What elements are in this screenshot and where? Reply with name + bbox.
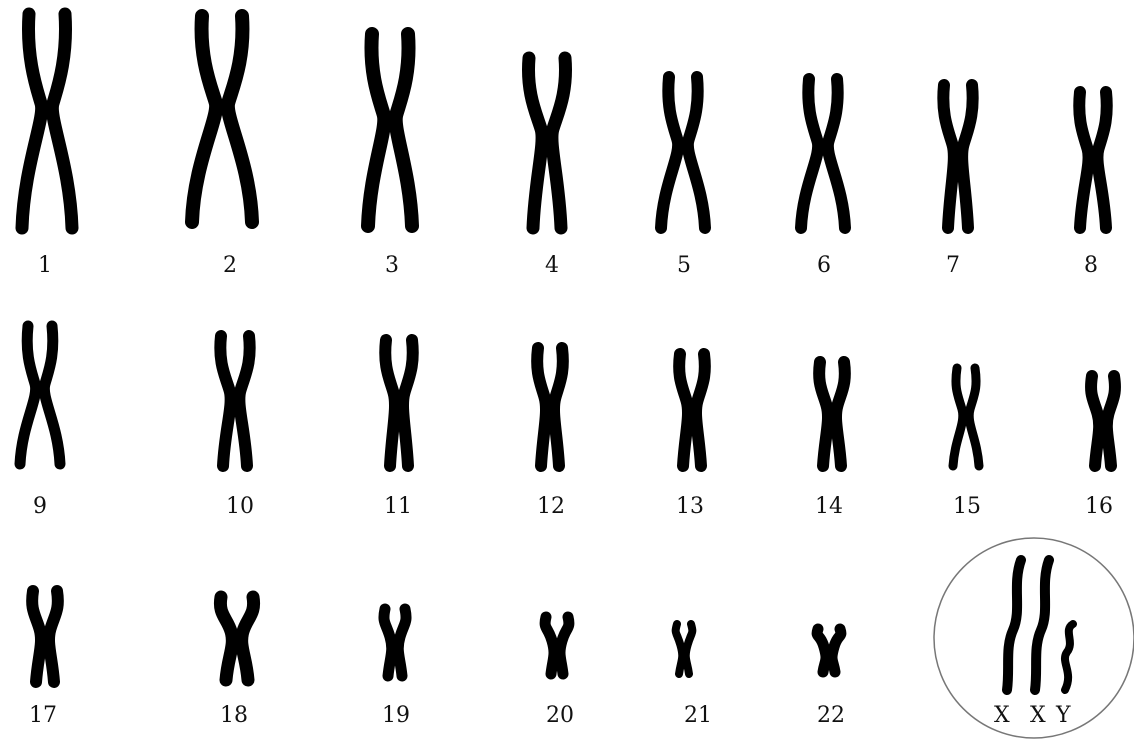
chromosome-7-left-chromatid [943, 85, 954, 228]
chromosome-21-label: 21 [668, 703, 728, 729]
chromosome-14-label: 14 [799, 494, 859, 520]
chromosome-3-right-chromatid [396, 34, 412, 226]
chromosome-1-label: 1 [15, 253, 75, 279]
chromosome-13-left-chromatid [679, 354, 688, 466]
chromosome-17-right-chromatid [49, 591, 58, 682]
chromosome-20-label: 20 [530, 703, 590, 729]
sex-chromosome-x2-label: X [1030, 703, 1046, 729]
chromosome-21-right-chromatid [686, 624, 693, 674]
chromosome-8-label: 8 [1061, 253, 1121, 279]
chromosome-7-right-chromatid [962, 85, 973, 228]
chromosome-18-right-chromatid [242, 597, 254, 680]
chromosome-22-left-chromatid [817, 629, 826, 672]
chromosome-9-left-chromatid [20, 326, 36, 464]
chromosome-11-label: 11 [368, 494, 428, 520]
chromosome-20-right-chromatid [560, 617, 569, 674]
sex-chromosome-x1-label: X [994, 703, 1010, 729]
chromosome-14-left-chromatid [819, 362, 828, 466]
chromosome-14-right-chromatid [836, 362, 845, 466]
chromosome-9-label: 9 [10, 494, 70, 520]
chromosome-22-right-chromatid [832, 629, 841, 672]
sex-chromosome-y [1065, 624, 1073, 690]
chromosome-12-label: 12 [521, 494, 581, 520]
chromosome-5-left-chromatid [661, 77, 678, 228]
sex-chromosome-y-label: Y [1056, 703, 1071, 729]
chromosome-6-label: 6 [794, 253, 854, 279]
chromosome-13-label: 13 [660, 494, 720, 520]
chromosome-12-left-chromatid [537, 348, 546, 466]
chromosome-11-left-chromatid [385, 340, 395, 466]
chromosome-13-right-chromatid [696, 354, 705, 466]
chromosome-2-left-chromatid [192, 16, 216, 222]
chromosome-6-right-chromatid [828, 79, 845, 228]
chromosome-17-left-chromatid [32, 591, 41, 682]
chromosome-3-label: 3 [362, 253, 422, 279]
chromosome-2-right-chromatid [228, 16, 252, 222]
chromosome-1-left-chromatid [22, 14, 42, 228]
chromosome-10-left-chromatid [220, 336, 230, 466]
chromosome-20-left-chromatid [545, 617, 554, 674]
chromosome-19-left-chromatid [384, 609, 392, 676]
chromosome-4-right-chromatid [552, 58, 566, 228]
chromosome-10-right-chromatid [239, 336, 249, 466]
chromosome-1-right-chromatid [52, 14, 72, 228]
chromosome-17-label: 17 [13, 703, 73, 729]
chromosome-15-left-chromatid [953, 368, 963, 466]
chromosome-10-label: 10 [210, 494, 270, 520]
chromosome-22-label: 22 [801, 703, 861, 729]
chromosome-12-right-chromatid [554, 348, 563, 466]
chromosome-18-left-chromatid [220, 597, 232, 680]
chromosome-16-right-chromatid [1107, 376, 1115, 466]
chromosome-2-label: 2 [200, 253, 260, 279]
chromosome-19-label: 19 [366, 703, 426, 729]
chromosome-21-left-chromatid [676, 624, 683, 674]
chromosome-9-right-chromatid [44, 326, 60, 464]
chromosome-16-label: 16 [1069, 494, 1129, 520]
chromosome-16-left-chromatid [1091, 376, 1099, 466]
sex-chromosome-x2 [1035, 560, 1049, 690]
chromosome-7-label: 7 [923, 253, 983, 279]
chromosome-5-label: 5 [654, 253, 714, 279]
chromosome-15-label: 15 [937, 494, 997, 520]
sex-chromosome-x1 [1007, 560, 1021, 690]
chromosome-6-left-chromatid [801, 79, 818, 228]
chromosome-18-label: 18 [204, 703, 264, 729]
chromosome-5-right-chromatid [688, 77, 705, 228]
chromosome-11-right-chromatid [403, 340, 413, 466]
chromosome-19-right-chromatid [398, 609, 406, 676]
chromosome-8-left-chromatid [1079, 92, 1088, 228]
chromosome-8-right-chromatid [1097, 92, 1106, 228]
chromosome-3-left-chromatid [368, 34, 384, 226]
chromosome-4-left-chromatid [528, 58, 542, 228]
chromosome-15-right-chromatid [969, 368, 979, 466]
chromosome-4-label: 4 [522, 253, 582, 279]
